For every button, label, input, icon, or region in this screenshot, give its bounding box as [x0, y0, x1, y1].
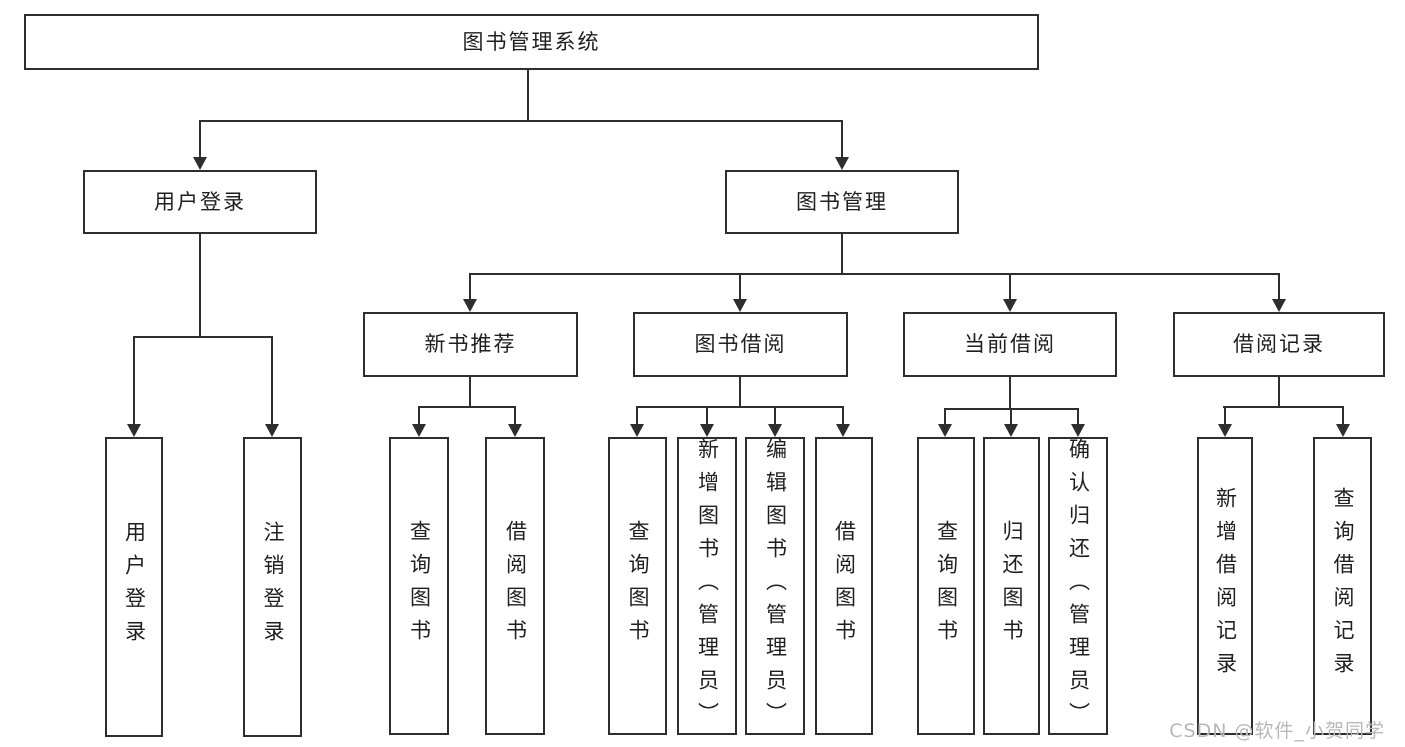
connector-user-login-horizontal: [133, 336, 273, 338]
node-label: 归还图书: [1000, 520, 1024, 652]
node-leaf-query-book-1: 查询图书: [389, 437, 449, 735]
arrow-to-borrow-record-icon: [1272, 273, 1286, 312]
connector-new-book-horizontal: [418, 406, 516, 408]
node-label: 查询图书: [407, 520, 432, 652]
node-leaf-add-book-admin: 新增图书（管理员）: [677, 437, 737, 735]
node-leaf-query-book-3: 查询图书: [917, 437, 975, 735]
node-label: 注销登录: [261, 521, 285, 653]
connector-book-management-stub: [841, 234, 843, 273]
arrow-to-query-book-1-icon: [412, 406, 426, 437]
node-label: 用户登录: [122, 521, 147, 653]
node-leaf-edit-book-admin: 编辑图书（管理员）: [745, 437, 805, 735]
arrow-to-add-book-icon: [700, 406, 714, 437]
arrow-to-current-borrow-icon: [1003, 273, 1017, 312]
watermark: CSDN @软件_小贺同学: [1169, 720, 1385, 742]
node-new-book-recommend: 新书推荐: [363, 312, 578, 377]
node-label: 新增图书（管理员）: [695, 437, 720, 735]
connector-book-borrow-stub: [739, 377, 741, 406]
node-label: 图书借阅: [694, 332, 787, 356]
node-book-management: 图书管理: [725, 170, 959, 234]
connector-borrow-record-horizontal: [1223, 406, 1344, 408]
arrow-to-book-borrow-icon: [733, 273, 747, 312]
arrow-to-user-login-icon: [193, 120, 207, 170]
arrow-to-new-book-icon: [463, 273, 477, 312]
arrow-to-book-management-icon: [835, 120, 849, 170]
arrow-to-edit-book-icon: [768, 406, 782, 437]
node-label: 借阅图书: [832, 520, 857, 652]
node-label: 查询图书: [626, 520, 650, 652]
node-leaf-borrow-book-1: 借阅图书: [485, 437, 545, 735]
connector-borrow-record-stub: [1278, 377, 1280, 406]
arrow-to-borrow-book-2-icon: [836, 406, 850, 437]
node-label: 编辑图书（管理员）: [763, 437, 788, 735]
arrow-to-leaf-logout-icon: [265, 336, 279, 437]
node-label: 借阅图书: [503, 520, 528, 652]
arrow-to-confirm-return-icon: [1071, 408, 1085, 437]
node-leaf-borrow-book-2: 借阅图书: [815, 437, 873, 735]
node-label: 新书推荐: [424, 332, 517, 356]
arrow-to-leaf-user-login-icon: [127, 336, 141, 437]
node-library-management-system: 图书管理系统: [24, 14, 1039, 70]
node-leaf-logout: 注销登录: [243, 437, 302, 737]
node-book-borrow: 图书借阅: [633, 312, 848, 377]
node-leaf-query-borrow-record: 查询借阅记录: [1313, 437, 1372, 735]
arrow-to-add-borrow-record-icon: [1218, 406, 1232, 437]
arrow-to-query-book-3-icon: [938, 408, 952, 437]
node-leaf-add-borrow-record: 新增借阅记录: [1197, 437, 1253, 735]
node-label: 图书管理系统: [462, 29, 601, 54]
arrow-to-return-book-icon: [1004, 408, 1018, 437]
node-leaf-query-book-2: 查询图书: [608, 437, 667, 735]
connector-user-login-stub: [199, 234, 201, 336]
node-current-borrow: 当前借阅: [903, 312, 1117, 377]
connector-new-book-stub: [469, 377, 471, 406]
node-label: 借阅记录: [1233, 332, 1325, 356]
node-label: 用户登录: [154, 189, 246, 214]
node-label: 查询图书: [934, 520, 959, 652]
node-label: 确认归还（管理员）: [1066, 437, 1091, 735]
node-leaf-return-book: 归还图书: [983, 437, 1040, 735]
node-user-login: 用户登录: [83, 170, 317, 234]
node-label: 图书管理: [796, 189, 888, 214]
connector-book-management-horizontal: [469, 273, 1280, 275]
arrow-to-borrow-book-1-icon: [508, 406, 522, 437]
node-label: 查询借阅记录: [1331, 487, 1355, 685]
connector-book-borrow-horizontal: [636, 406, 844, 408]
node-label: 当前借阅: [964, 332, 1056, 356]
connector-root-horizontal: [199, 120, 843, 122]
arrow-to-query-book-2-icon: [630, 406, 644, 437]
node-leaf-user-login: 用户登录: [105, 437, 163, 737]
node-label: 新增借阅记录: [1213, 487, 1238, 685]
connector-current-borrow-stub: [1009, 377, 1011, 408]
arrow-to-query-borrow-record-icon: [1336, 406, 1350, 437]
node-leaf-confirm-return-admin: 确认归还（管理员）: [1048, 437, 1108, 735]
node-borrow-record: 借阅记录: [1173, 312, 1385, 377]
connector-root-stub: [527, 70, 529, 120]
